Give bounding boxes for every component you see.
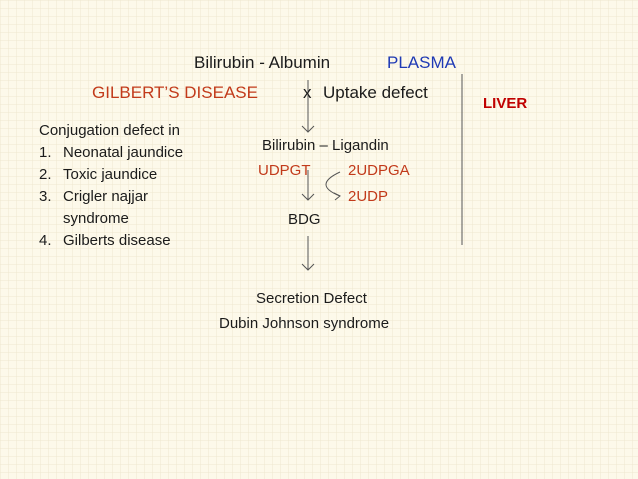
list-number: 2. (39, 166, 52, 183)
list-text: Neonatal jaundice (63, 144, 184, 161)
list-item: 4. Gilberts disease (39, 232, 171, 249)
udpga-label: 2UDPGA (348, 162, 410, 179)
bilirubin-albumin-label: Bilirubin - Albumin (194, 53, 331, 72)
liver-label: LIVER (483, 95, 528, 112)
gilberts-disease-label: GILBERT’S DISEASE (92, 83, 258, 102)
x-mark: x (303, 83, 312, 102)
udpgt-label: UDPGT (258, 162, 311, 179)
bilirubin-ligandin-label: Bilirubin – Ligandin (262, 137, 389, 154)
list-number: 1. (39, 144, 52, 161)
list-item: 2. Toxic jaundice (39, 166, 157, 183)
plasma-label: PLASMA (387, 53, 456, 72)
bdg-label: BDG (288, 211, 321, 228)
list-text: syndrome (63, 210, 129, 227)
list-text: Gilberts disease (63, 232, 171, 249)
list-item: 3. Crigler najjar (39, 188, 148, 205)
dubin-johnson-label: Dubin Johnson syndrome (219, 315, 390, 332)
arrow-udpga-curve (325, 171, 341, 197)
list-item: 1. Neonatal jaundice (39, 144, 183, 161)
list-text: Crigler najjar (63, 188, 149, 205)
secretion-defect-label: Secretion Defect (256, 290, 367, 307)
list-text: Toxic jaundice (63, 166, 158, 183)
udp-label: 2UDP (348, 188, 389, 205)
list-number: 3. (39, 188, 52, 205)
uptake-defect-label: Uptake defect (323, 83, 428, 102)
list-number: 4. (39, 232, 52, 249)
conjugation-heading: Conjugation defect in (39, 122, 180, 139)
